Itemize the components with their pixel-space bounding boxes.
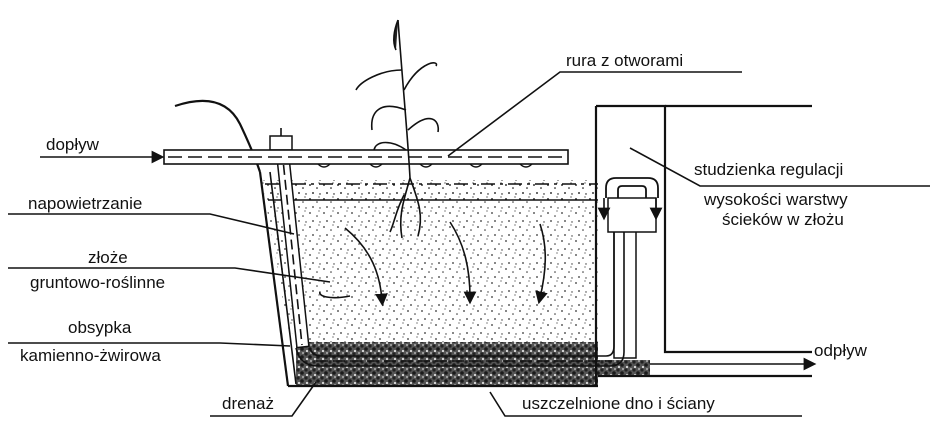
label-obsypka-2: kamienno-żwirowa [20,346,161,365]
plant [355,19,439,239]
label-odplyw: odpływ [814,341,868,360]
label-napowietrzanie: napowietrzanie [28,194,142,213]
label-zloze-1: złoże [88,248,128,267]
gravel-layer [296,342,650,386]
basin-wall-left [258,171,290,387]
drainage-pipe [295,232,625,367]
label-uszczelnione: uszczelnione dno i ściany [522,394,715,413]
leader-lines [8,71,930,417]
label-studzienka-1: studzienka regulacji [694,160,843,179]
label-drenaz: drenaż [222,394,274,413]
overflow-cap [605,177,659,198]
pipe-holes [317,163,533,168]
control-well [594,104,812,386]
label-rura: rura z otworami [566,51,683,70]
aeration-pipe-cap [269,135,293,151]
label-studzienka-3: ścieków w złożu [722,210,844,229]
label-studzienka-2: wysokości warstwy [703,190,848,209]
flow-arrows [319,221,548,307]
label-obsypka-1: obsypka [68,318,132,337]
label-zloze-2: gruntowo-roślinne [30,273,165,292]
riser-pipe [613,227,637,359]
basin-wall-left-inner [269,171,297,385]
label-doplyw: dopływ [46,135,100,154]
aeration-layer [270,180,598,200]
bed-fill [262,180,598,343]
inflow-pipe [163,149,569,165]
